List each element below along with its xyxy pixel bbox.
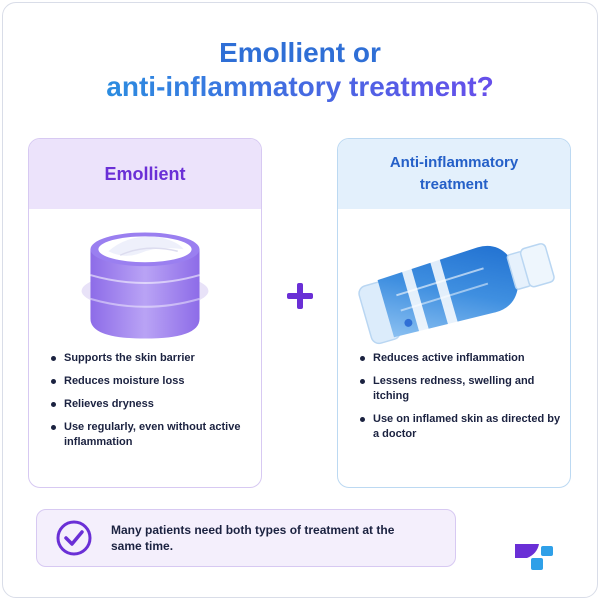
combined-treatment-note: Many patients need both types of treatme… <box>36 509 456 567</box>
note-text: Many patients need both types of treatme… <box>111 523 395 553</box>
list-item: Supports the skin barrier <box>49 351 255 366</box>
anti-inflammatory-bullet-list: Reduces active inflammation Lessens redn… <box>358 351 564 450</box>
emollient-heading: Emollient <box>29 139 261 209</box>
jar-icon <box>81 232 209 339</box>
anti-inflammatory-card: Anti-inflammatory treatment <box>337 138 571 488</box>
list-item: Reduces moisture loss <box>49 374 255 389</box>
tube-icon <box>358 243 555 345</box>
anti-inflammatory-heading: Anti-inflammatory treatment <box>338 139 570 209</box>
emollient-bullet-list: Supports the skin barrier Reduces moistu… <box>49 351 255 458</box>
brand-logo <box>515 544 553 570</box>
page-title: Emollient or anti-inflammatory treatment… <box>0 36 600 104</box>
list-item: Use regularly, even without active infla… <box>49 420 255 450</box>
emollient-card: Emollient Supports the skin barrier <box>28 138 262 488</box>
list-item: Use on inflamed skin as directed by a do… <box>358 412 564 442</box>
plus-icon <box>287 283 313 309</box>
list-item: Relieves dryness <box>49 397 255 412</box>
title-line-1: Emollient or <box>219 37 381 68</box>
title-line-2: anti-inflammatory treatment? <box>0 70 600 104</box>
list-item: Reduces active inflammation <box>358 351 564 366</box>
list-item: Lessens redness, swelling and itching <box>358 374 564 404</box>
check-circle-icon <box>56 520 92 556</box>
